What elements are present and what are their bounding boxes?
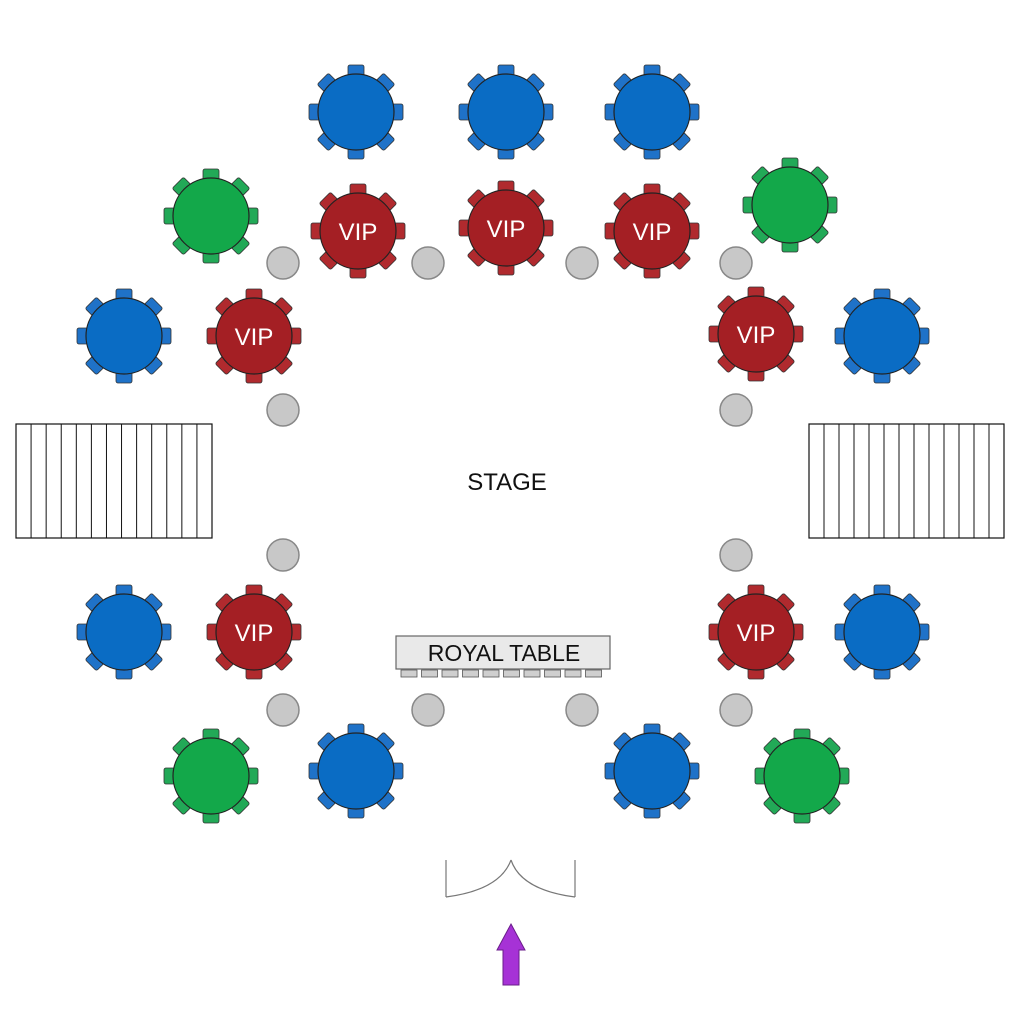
- bleachers-left: [15, 423, 213, 539]
- royal-chair: [482, 669, 500, 678]
- royal-chair: [544, 669, 561, 678]
- pillar: [411, 693, 445, 727]
- vip-label: VIP: [235, 324, 274, 351]
- royal-chair: [585, 669, 602, 678]
- green-table-top: [172, 177, 250, 255]
- royal-table-top: [395, 635, 611, 670]
- green-table-top: [763, 737, 841, 815]
- royal-chair: [400, 669, 418, 678]
- blue-table-top: [85, 297, 163, 375]
- vip-label: VIP: [235, 620, 274, 647]
- tables-layer: VIP VIP VIP VIP VIP VIP VIP: [76, 64, 930, 824]
- vip-label: VIP: [633, 219, 672, 246]
- pillar: [565, 246, 599, 280]
- green-table[interactable]: [163, 728, 259, 824]
- blue-table[interactable]: [76, 584, 172, 680]
- bleacher-frame: [808, 423, 1005, 539]
- blue-table-top: [843, 593, 921, 671]
- blue-table[interactable]: [834, 584, 930, 680]
- blue-table-top: [317, 732, 395, 810]
- green-table[interactable]: [742, 157, 838, 253]
- pillar: [565, 693, 599, 727]
- pillar: [266, 693, 300, 727]
- royal-table-label: ROYAL TABLE: [428, 640, 581, 666]
- vip-table[interactable]: VIP: [458, 180, 554, 276]
- pillar: [719, 246, 753, 280]
- blue-table-top: [843, 297, 921, 375]
- blue-table-top: [317, 73, 395, 151]
- entrance-door[interactable]: [445, 859, 576, 898]
- blue-table[interactable]: [458, 64, 554, 160]
- vip-table-top: [215, 297, 293, 375]
- royal-chair: [503, 669, 520, 678]
- blue-table[interactable]: [308, 64, 404, 160]
- vip-table[interactable]: VIP: [604, 183, 700, 279]
- vip-table-top: [717, 593, 795, 671]
- vip-label: VIP: [487, 216, 526, 243]
- pillar: [266, 393, 300, 427]
- bleacher-frame: [15, 423, 213, 539]
- vip-table[interactable]: VIP: [310, 183, 406, 279]
- green-table-top: [172, 737, 250, 815]
- vip-table[interactable]: VIP: [708, 584, 804, 680]
- stage-label: STAGE: [467, 469, 547, 496]
- blue-table[interactable]: [834, 288, 930, 384]
- pillar: [266, 538, 300, 572]
- pillar: [411, 246, 445, 280]
- royal-chair: [523, 669, 541, 678]
- royal-table-chairs: [400, 669, 602, 678]
- vip-table-top: [319, 192, 397, 270]
- pillar: [266, 246, 300, 280]
- green-table[interactable]: [754, 728, 850, 824]
- vip-table[interactable]: VIP: [206, 288, 302, 384]
- blue-table[interactable]: [308, 723, 404, 819]
- vip-table[interactable]: VIP: [708, 286, 804, 382]
- blue-table-top: [613, 732, 691, 810]
- vip-label: VIP: [737, 620, 776, 647]
- blue-table-top: [85, 593, 163, 671]
- royal-chair: [564, 669, 582, 678]
- pillar: [719, 538, 753, 572]
- bleachers-right: [808, 423, 1005, 539]
- green-table-top: [751, 166, 829, 244]
- vip-label: VIP: [737, 322, 776, 349]
- vip-table-top: [467, 189, 545, 267]
- royal-chair: [421, 669, 438, 678]
- vip-table-top: [215, 593, 293, 671]
- blue-table[interactable]: [76, 288, 172, 384]
- vip-label: VIP: [339, 219, 378, 246]
- pillar: [719, 693, 753, 727]
- blue-table[interactable]: [604, 723, 700, 819]
- blue-table[interactable]: [604, 64, 700, 160]
- pillars-layer: [266, 246, 753, 727]
- blue-table-top: [467, 73, 545, 151]
- royal-chair: [462, 669, 479, 678]
- vip-table-top: [613, 192, 691, 270]
- royal-chair: [441, 669, 459, 678]
- vip-table-top: [717, 295, 795, 373]
- blue-table-top: [613, 73, 691, 151]
- entry-arrow-icon: [496, 922, 526, 986]
- vip-table[interactable]: VIP: [206, 584, 302, 680]
- royal-table[interactable]: ROYAL TABLE: [395, 635, 611, 678]
- green-table[interactable]: [163, 168, 259, 264]
- pillar: [719, 393, 753, 427]
